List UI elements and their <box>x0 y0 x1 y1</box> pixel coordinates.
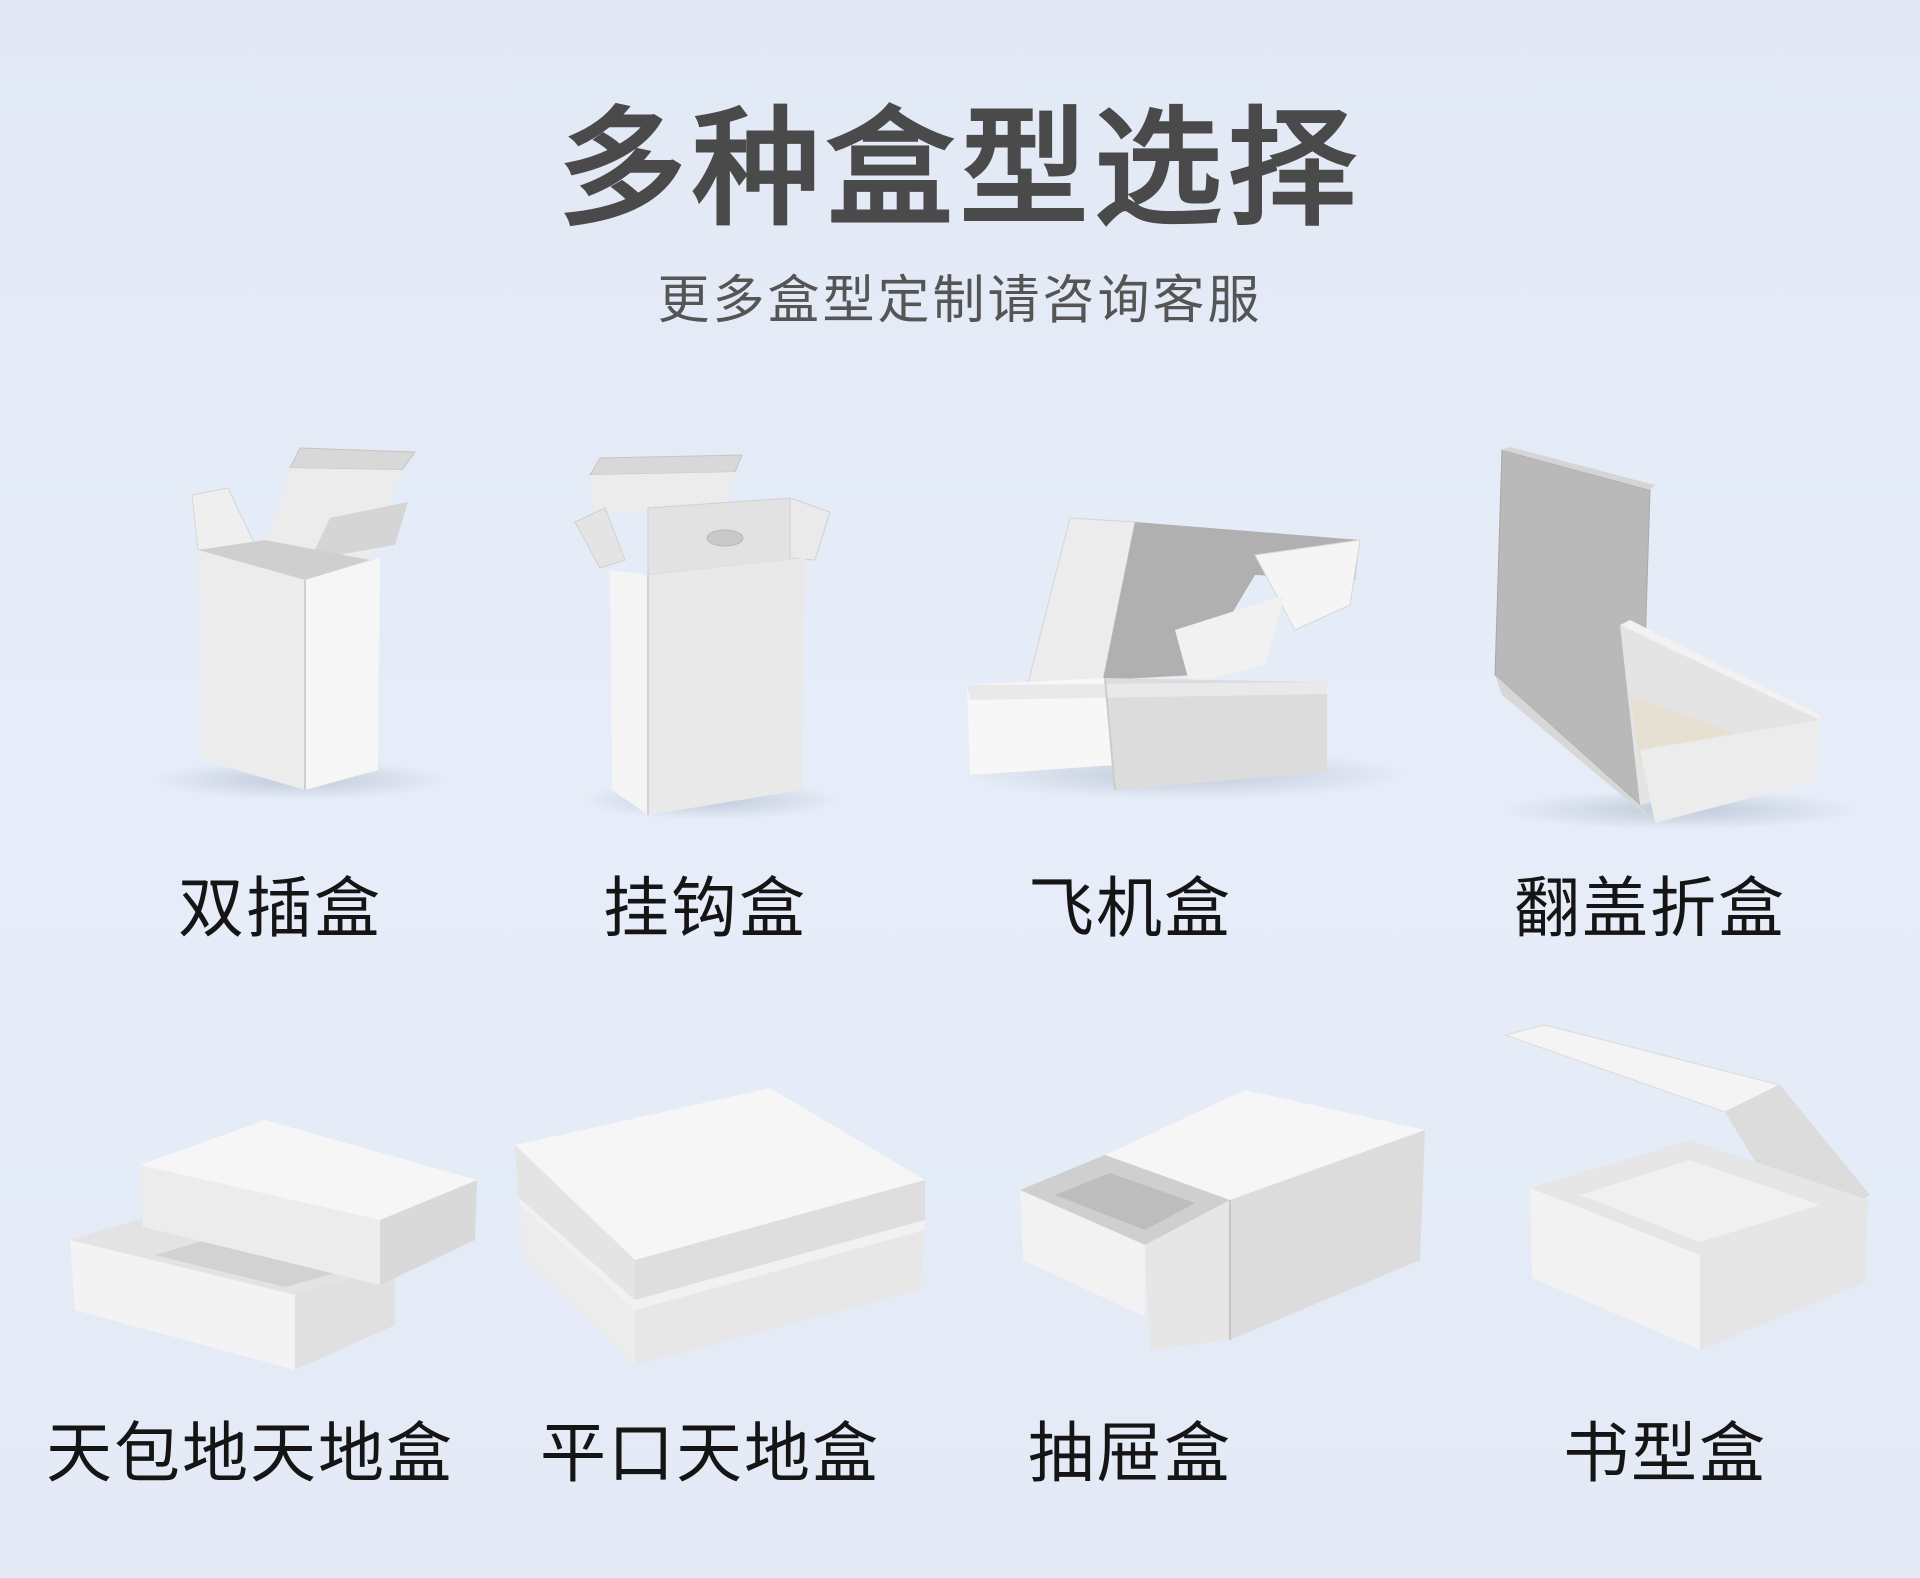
label-double-tuck-box: 双插盒 <box>178 870 382 947</box>
label-flip-lid-box: 翻盖折盒 <box>1514 870 1786 947</box>
mailer-box-image <box>967 517 1361 791</box>
label-lid-over-base-box: 天包地天地盒 <box>46 1415 454 1492</box>
drawer-box-image <box>1020 1090 1425 1350</box>
label-flat-lid-base-box: 平口天地盒 <box>540 1415 880 1492</box>
page-title: 多种盒型选择 <box>557 95 1362 244</box>
flat-lid-base-box-image <box>515 1088 925 1365</box>
lid-over-base-box-image <box>70 1120 477 1370</box>
page-subtitle: 更多盒型定制请咨询客服 <box>657 271 1263 331</box>
label-drawer-box: 抽屉盒 <box>1028 1415 1232 1492</box>
label-mailer-box: 飞机盒 <box>1028 870 1232 947</box>
flip-lid-box-image <box>1494 447 1820 823</box>
book-box-image <box>1503 1024 1870 1350</box>
double-tuck-box-image <box>191 447 416 790</box>
hang-tab-box-image <box>574 454 831 815</box>
label-book-box: 书型盒 <box>1563 1415 1767 1492</box>
label-hang-tab-box: 挂钩盒 <box>603 870 807 947</box>
